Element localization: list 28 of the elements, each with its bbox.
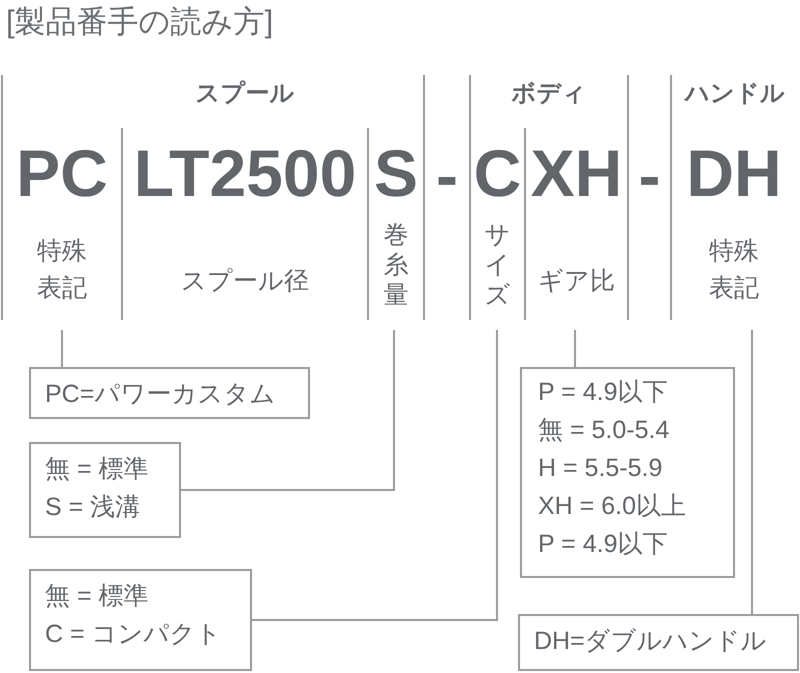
code-text: LT2500 — [132, 140, 358, 206]
code-text: S — [372, 140, 420, 206]
code-definition-box: 無 = 標準 C = コンパクト — [29, 569, 252, 671]
description-text: 巻糸量 — [383, 220, 409, 310]
description-text: 特殊表記 — [708, 236, 760, 304]
title: [製品番手の読み方] — [6, 3, 274, 41]
leader-line — [61, 330, 63, 367]
description-text: サイズ — [484, 220, 510, 310]
group-heading: ボディ — [510, 80, 588, 108]
code-definition-box: DH=ダブルハンドル — [518, 614, 799, 671]
leader-line — [574, 330, 576, 367]
description-text: スプール径 — [180, 266, 310, 297]
leader-line — [751, 330, 753, 614]
group-heading: スプール — [194, 80, 296, 108]
separator-dash: - — [435, 140, 459, 210]
code-definition-box: 無 = 標準 S = 浅溝 — [29, 442, 181, 538]
code-text: DH — [685, 140, 783, 206]
code-definition-box: PC=パワーカスタム — [29, 367, 310, 419]
code-text: C — [472, 140, 522, 206]
description-text: 特殊表記 — [36, 236, 88, 304]
leader-line — [181, 330, 395, 491]
description-text: ギア比 — [537, 266, 616, 297]
separator-dash: - — [638, 140, 662, 210]
group-heading: ハンドル — [682, 80, 786, 108]
code-text: PC — [15, 140, 109, 206]
leader-line — [252, 330, 498, 621]
code-text: XH — [530, 140, 624, 206]
code-definition-box: P = 4.9以下 無 = 5.0-5.4 H = 5.5-5.9 XH = 6.0以上 P = 4.9以下 — [520, 367, 735, 578]
